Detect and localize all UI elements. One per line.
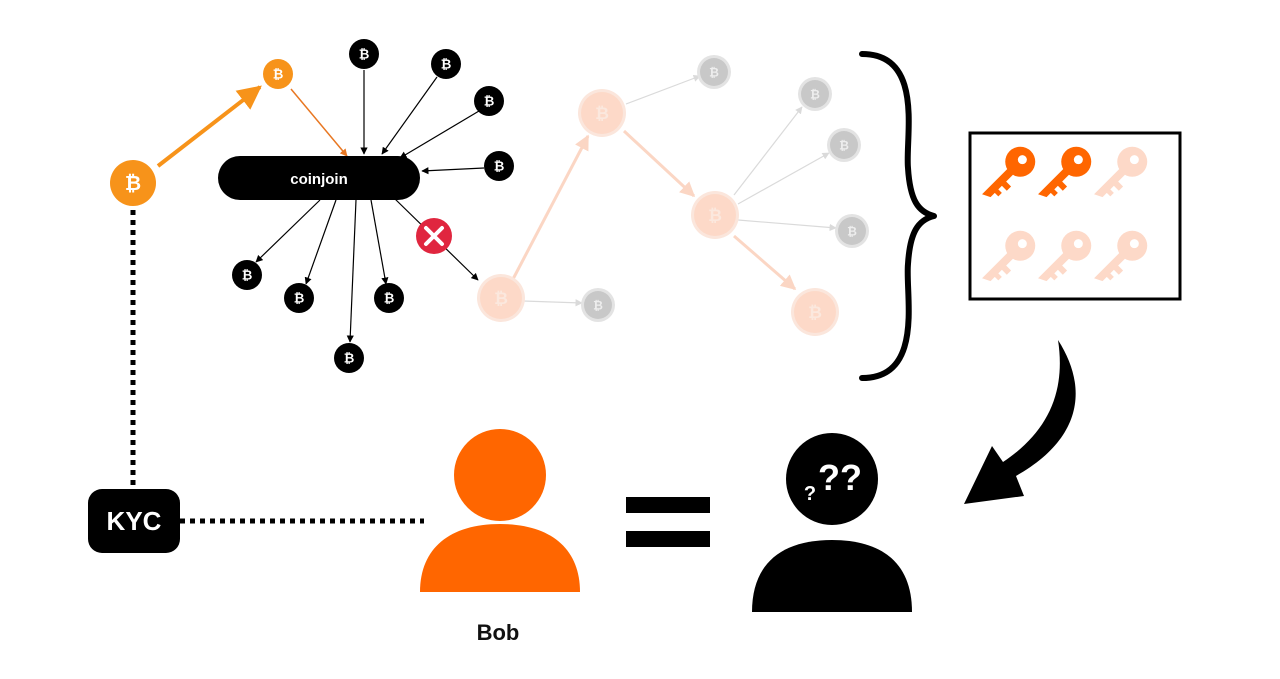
- bitcoin-symbol: ₿: [595, 104, 609, 124]
- bitcoin-coin-icon: ₿: [374, 283, 404, 313]
- faded-edge: [522, 299, 583, 307]
- coinjoin-input-edges: [360, 70, 485, 175]
- coinjoin-output-edges: [255, 197, 479, 343]
- faded-edge: [625, 74, 701, 105]
- bitcoin-coin-icon: ₿: [263, 59, 293, 89]
- input-edge: [399, 110, 480, 159]
- curly-brace: [859, 51, 937, 381]
- bitcoin-coin-icon: ₿: [578, 89, 626, 137]
- kyc-label: KYC: [107, 506, 162, 536]
- output-edge: [370, 199, 389, 285]
- bitcoin-coin-icon: ₿: [349, 39, 379, 69]
- bitcoin-coin-icon: ₿: [697, 55, 731, 89]
- bitcoin-symbol: ₿: [494, 289, 508, 309]
- key-icon: [982, 230, 1036, 282]
- bitcoin-symbol: ₿: [344, 352, 355, 367]
- bitcoin-coin-icon: ₿: [798, 77, 832, 111]
- bitcoin-coin-icon: ₿: [284, 283, 314, 313]
- bitcoin-coin-icon: ₿: [691, 191, 739, 239]
- bitcoin-symbol: ₿: [847, 224, 857, 238]
- bitcoin-coins: ₿ ₿ ₿ ₿ ₿ ₿ ₿ ₿ ₿ ₿ ₿ ₿ ₿ ₿ ₿ ₿ ₿ ₿ ₿: [110, 39, 869, 373]
- faded-edge: [733, 106, 803, 196]
- faded-graph-edges: [510, 74, 837, 307]
- bitcoin-symbol: ₿: [810, 87, 820, 101]
- bitcoin-symbol: ₿: [441, 58, 452, 73]
- bitcoin-symbol: ₿: [384, 292, 395, 307]
- curved-arrow-icon: [964, 340, 1076, 504]
- bitcoin-symbol: ₿: [709, 65, 719, 79]
- bitcoin-symbol: ₿: [359, 48, 370, 63]
- bitcoin-coin-icon: ₿: [431, 49, 461, 79]
- faded-edge: [510, 134, 590, 282]
- bitcoin-symbol: ₿: [125, 171, 141, 195]
- output-edge: [346, 199, 357, 343]
- user-silhouette-icon: [420, 429, 580, 592]
- output-edge: [304, 199, 337, 285]
- key-icon: [1038, 146, 1092, 198]
- bitcoin-symbol: ₿: [273, 68, 284, 83]
- bitcoin-coin-icon: ₿: [477, 274, 525, 322]
- bitcoin-coin-icon: ₿: [484, 151, 514, 181]
- kyc-dotted-links: [130, 210, 424, 524]
- bitcoin-coin-icon: ₿: [110, 160, 156, 206]
- key-icon: [1094, 146, 1148, 198]
- input-edge: [381, 76, 438, 155]
- edge-intermediate-to-coinjoin: [290, 88, 348, 157]
- bitcoin-coin-icon: ₿: [835, 214, 869, 248]
- bob-label: Bob: [477, 620, 520, 645]
- user-silhouette-icon: [752, 433, 912, 612]
- coinjoin-pill: coinjoin: [218, 156, 420, 200]
- bitcoin-coin-icon: ₿: [791, 288, 839, 336]
- coinjoin-label: coinjoin: [290, 171, 348, 188]
- faded-edge: [737, 152, 830, 205]
- unknown-question-marks: ??: [818, 457, 862, 498]
- key-icon: [1094, 230, 1148, 282]
- bitcoin-symbol: ₿: [242, 269, 253, 284]
- keys-grid: [982, 146, 1148, 282]
- bitcoin-symbol: ₿: [484, 95, 495, 110]
- bitcoin-coin-icon: ₿: [827, 128, 861, 162]
- key-icon: [982, 146, 1036, 198]
- bitcoin-symbol: ₿: [494, 160, 505, 175]
- faded-edge: [733, 234, 797, 291]
- kyc-badge: KYC: [88, 489, 180, 553]
- question-mark-icon: ?: [804, 483, 816, 505]
- bitcoin-symbol: ₿: [808, 303, 822, 323]
- faded-edge: [622, 129, 696, 198]
- input-edge: [421, 167, 485, 175]
- equals-sign: [626, 497, 710, 547]
- edge-origin-to-intermediate: [156, 85, 262, 168]
- bitcoin-symbol: ₿: [593, 298, 603, 312]
- bitcoin-coin-icon: ₿: [232, 260, 262, 290]
- kyc-chain-edges: [156, 85, 348, 168]
- faded-edge: [737, 219, 837, 232]
- key-icon: [1038, 230, 1092, 282]
- bitcoin-symbol: ₿: [708, 206, 722, 226]
- output-edge: [255, 199, 321, 263]
- bitcoin-coin-icon: ₿: [334, 343, 364, 373]
- bitcoin-symbol: ₿: [294, 292, 305, 307]
- bitcoin-coin-icon: ₿: [474, 86, 504, 116]
- cross-icon: [416, 218, 452, 254]
- bitcoin-coin-icon: ₿: [581, 288, 615, 322]
- bitcoin-symbol: ₿: [839, 138, 849, 152]
